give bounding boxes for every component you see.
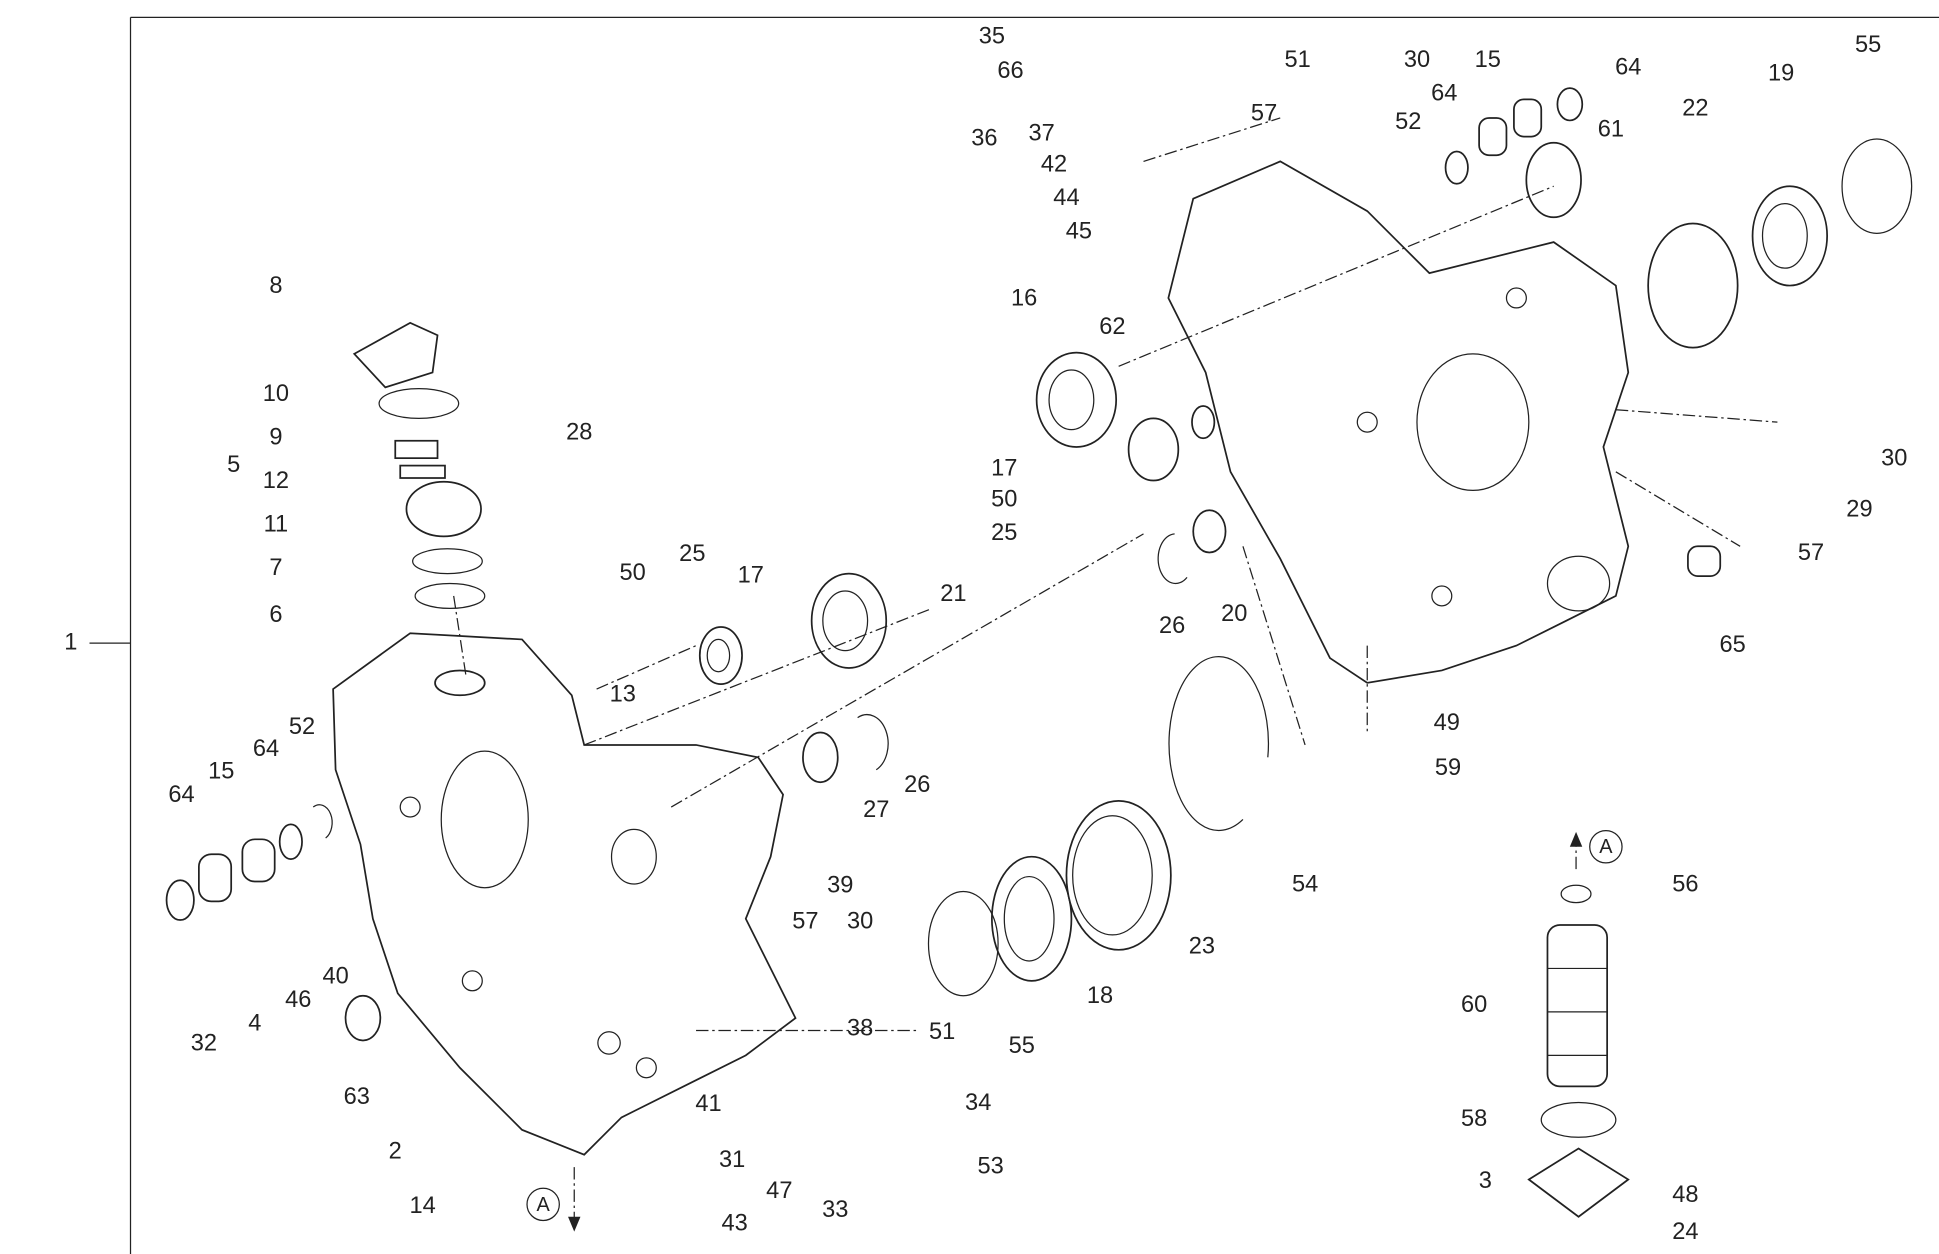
left-crankcase-half [332,632,797,1156]
callout-51: 51 [1285,47,1311,73]
callout-27: 27 [863,797,889,823]
callout-36: 36 [971,125,997,151]
callout-34: 34 [965,1090,991,1116]
callout-63: 63 [344,1084,370,1110]
callout-64: 64 [253,736,279,762]
callout-33: 33 [822,1197,848,1223]
callout-38: 38 [847,1016,873,1042]
callout-41: 41 [695,1091,721,1117]
callout-61: 61 [1598,117,1624,143]
callout-66: 66 [997,58,1023,84]
callout-25: 25 [991,520,1017,546]
callout-47: 47 [766,1178,792,1204]
callout-17: 17 [991,456,1017,482]
ref-marker-a-bottom [526,1187,560,1222]
callout-23: 23 [1189,934,1215,960]
bearings-and-seals [165,87,1913,1042]
cover-group [352,321,486,609]
callout-50: 50 [991,487,1017,513]
callout-44: 44 [1053,185,1079,211]
callout-52: 52 [289,714,315,740]
callout-60: 60 [1461,992,1487,1018]
callout-11: 11 [264,511,289,537]
callout-26: 26 [904,772,930,798]
callout-12: 12 [263,468,289,494]
callout-59: 59 [1435,755,1461,781]
callout-54: 54 [1292,871,1318,897]
callout-16: 16 [1011,285,1037,311]
callout-7: 7 [269,555,282,581]
callout-35: 35 [979,23,1005,49]
callout-40: 40 [322,963,348,989]
callout-30: 30 [1404,47,1430,73]
callout-2: 2 [389,1138,402,1164]
callout-64: 64 [1615,55,1641,81]
callout-15: 15 [1475,47,1501,73]
callout-46: 46 [285,987,311,1013]
callout-30: 30 [847,909,873,935]
callout-49: 49 [1434,710,1460,736]
reference-marker-label: A [537,1194,551,1216]
callout-15: 15 [208,759,234,785]
callout-4: 4 [248,1011,261,1037]
oil-filter-group [526,829,1630,1232]
callout-30: 30 [1881,446,1907,472]
callout-10: 10 [263,381,289,407]
callout-5: 5 [227,452,240,478]
callout-9: 9 [269,425,282,451]
callout-6: 6 [269,602,282,628]
callout-20: 20 [1221,601,1247,627]
callout-45: 45 [1066,218,1092,244]
callout-13: 13 [610,682,636,708]
callout-53: 53 [977,1153,1003,1179]
callout-57: 57 [1798,540,1824,566]
callout-24: 24 [1672,1219,1698,1245]
callout-64: 64 [168,782,194,808]
callout-51: 51 [929,1019,955,1045]
right-crankcase-half [1167,160,1630,684]
callout-8: 8 [269,273,282,299]
callout-31: 31 [719,1147,745,1173]
callout-56: 56 [1672,871,1698,897]
callout-55: 55 [1855,32,1881,58]
callout-48: 48 [1672,1182,1698,1208]
reference-marker-label: A [1599,836,1613,858]
callout-26: 26 [1159,613,1185,639]
callout-62: 62 [1099,314,1125,340]
callout-64: 64 [1431,81,1457,107]
diagram-frame [89,16,1939,1254]
callout-22: 22 [1682,96,1708,122]
callout-55: 55 [1009,1033,1035,1059]
callout-39: 39 [827,873,853,899]
callout-65: 65 [1720,632,1746,658]
callout-50: 50 [620,560,646,586]
callout-42: 42 [1041,151,1067,177]
ref-marker-a-top [1589,829,1623,864]
callout-25: 25 [679,541,705,567]
callout-3: 3 [1479,1168,1492,1194]
callout-29: 29 [1846,497,1872,523]
callout-14: 14 [409,1193,435,1219]
callout-57: 57 [792,909,818,935]
callout-17: 17 [738,562,764,588]
callout-58: 58 [1461,1106,1487,1132]
callout-18: 18 [1087,983,1113,1009]
callout-52: 52 [1395,109,1421,135]
callout-43: 43 [721,1210,747,1236]
callout-1: 1 [64,629,77,655]
callout-21: 21 [940,581,966,607]
assembly-axes [453,117,1778,1032]
callout-28: 28 [566,420,592,446]
callout-57: 57 [1251,100,1277,126]
callout-32: 32 [191,1030,217,1056]
callout-19: 19 [1768,61,1794,87]
callout-37: 37 [1028,120,1054,146]
